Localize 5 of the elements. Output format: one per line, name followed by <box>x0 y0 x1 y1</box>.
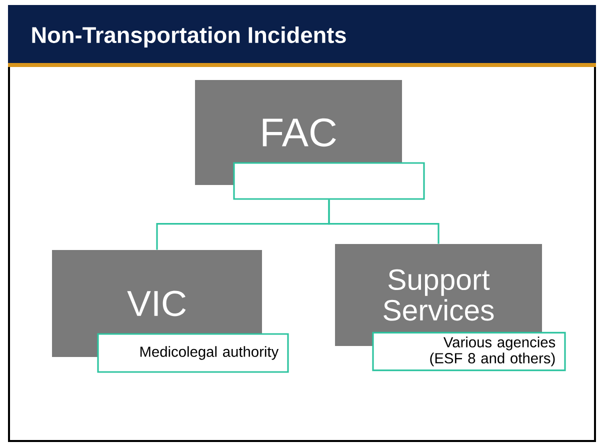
connector-line <box>328 200 440 244</box>
label-box <box>233 162 425 200</box>
label-box: Medicolegal authority <box>97 333 289 373</box>
slide-title: Non-Transportation Incidents <box>32 26 346 48</box>
label-box: Various agencies (ESF 8 and others) <box>372 332 566 372</box>
